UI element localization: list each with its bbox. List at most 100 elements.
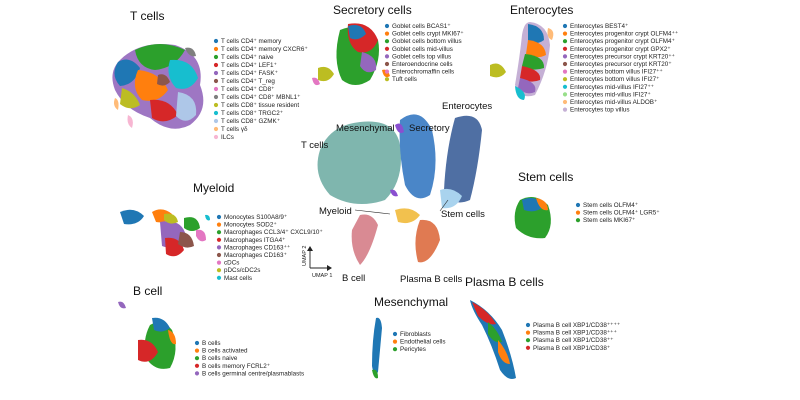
t-cells-title: T cells [130, 9, 164, 23]
legend-swatch [213, 126, 219, 132]
stem-cells-panel: Stem cells Stem cells OLFM4⁺Stem cells O… [514, 170, 660, 239]
legend-item: Enterocytes mid-villus ALDOB⁺ [562, 99, 657, 106]
legend-swatch [562, 54, 568, 59]
secretory-umap [312, 23, 390, 86]
legend-swatch [562, 61, 568, 67]
legend-label: Enterochromaffin cells [392, 69, 454, 76]
legend-item: B cells germinal centre/plasmablasts [194, 370, 304, 377]
legend-swatch [562, 46, 568, 51]
legend-item: Stem cells MKI67⁺ [575, 217, 635, 224]
legend-swatch [562, 23, 568, 29]
plasma-b-cells-umap [470, 300, 516, 379]
legend-swatch [216, 214, 222, 220]
legend-item: T cells CD8⁺ tissue resident [213, 102, 299, 109]
legend-item: Enterocytes progenitor crypt GPX2⁺ [562, 46, 671, 53]
center-label-enterocytes: Enterocytes [442, 101, 492, 112]
stem-cells-leader-line [439, 199, 449, 212]
legend-label: Pericytes [400, 346, 426, 353]
legend-item: Monocytes S100A8/9⁺ [216, 214, 287, 221]
legend-swatch [216, 252, 222, 258]
legend-item: T cells CD4⁺ memory CXCR6⁺ [213, 46, 308, 53]
legend-item: T cells CD4⁺ LEF1⁺ [213, 62, 277, 69]
legend-item: B cells memory FCRL2⁺ [194, 363, 270, 370]
b-cell-title: B cell [133, 284, 162, 298]
legend-item: Goblet cells BCAS1⁺ [384, 23, 451, 30]
legend-swatch [384, 46, 390, 51]
x-axis-label: UMAP 1 [312, 273, 332, 279]
legend-label: pDCs/cDC2s [224, 267, 260, 274]
legend-label: Macrophages CD163⁺⁺ [224, 244, 290, 251]
center-label-plasma-b-cells: Plasma B cells [400, 274, 463, 285]
enterocytes-title: Enterocytes [510, 3, 573, 17]
center-label-b-cell: B cell [342, 273, 365, 284]
y-axis-label: UMAP 2 [302, 246, 308, 266]
center-label-mesenchymal: Mesenchymal [336, 123, 395, 134]
legend-item: Enterocytes top villus [562, 107, 630, 114]
legend-swatch [562, 84, 568, 89]
secretory-legend: Goblet cells BCAS1⁺Goblet cells crypt MK… [384, 23, 464, 83]
legend-swatch [562, 31, 568, 36]
legend-label: Plasma B cell XBP1/CD38⁺⁺⁺⁺ [533, 322, 620, 329]
legend-label: Enterocytes mid-villus IFI27⁺ [570, 91, 651, 98]
legend-label: Goblet cells mid-villus [392, 46, 453, 53]
legend-label: T cells CD4⁺ T_reg [221, 78, 275, 85]
legend-label: T cells γδ [221, 126, 248, 133]
legend-item: B cells naive [194, 355, 238, 362]
legend-item: T cells CD4⁺ memory [213, 38, 282, 45]
legend-swatch [392, 339, 398, 344]
myeloid-panel: Myeloid Monocytes S100A8/9⁺Monocytes SOD… [120, 181, 323, 282]
secretory-panel: Secretory cells Goblet cells BCAS1⁺Goble… [312, 3, 464, 86]
legend-swatch [213, 86, 219, 92]
stem-cells-title: Stem cells [518, 170, 573, 184]
legend-swatch [213, 94, 219, 100]
legend-label: Goblet cells crypt MKI67⁺ [392, 31, 464, 38]
legend-label: T cells CD4⁺ FASK⁺ [221, 70, 278, 77]
legend-swatch [194, 348, 200, 353]
legend-label: Enterocytes precursor crypt KRT20⁺⁺ [570, 53, 675, 60]
central-cluster-mesenchymal [395, 123, 404, 134]
legend-swatch [213, 62, 219, 68]
legend-item: Fibroblasts [392, 331, 431, 338]
legend-swatch [213, 54, 219, 60]
legend-item: T cells CD4⁺ FASK⁺ [213, 70, 278, 77]
legend-item: Enterocytes progenitor crypt OLFM4⁺ [562, 38, 675, 45]
legend-swatch [525, 330, 531, 335]
legend-label: Monocytes S100A8/9⁺ [224, 214, 287, 221]
mesenchymal-umap [372, 317, 382, 379]
legend-swatch [216, 222, 222, 227]
legend-label: Endothelial cells [400, 339, 446, 346]
myeloid-legend: Monocytes S100A8/9⁺Monocytes SOD2⁺Macrop… [216, 214, 323, 282]
plasma-b-cells-legend: Plasma B cell XBP1/CD38⁺⁺⁺⁺ Plasma B cell… [525, 322, 620, 352]
myeloid-title: Myeloid [193, 181, 234, 195]
legend-item: pDCs/cDC2s [216, 267, 260, 274]
legend-label: Enterocytes BEST4⁺ [570, 23, 628, 30]
legend-swatch [216, 260, 222, 265]
legend-label: B cells [202, 340, 221, 347]
legend-swatch [194, 363, 200, 368]
legend-label: Enteroendocrine cells [392, 61, 453, 68]
legend-label: B cells germinal centre/plasmablasts [202, 370, 304, 377]
legend-swatch [575, 218, 581, 223]
legend-label: cDCs [224, 260, 239, 267]
legend-label: Enterocytes progenitor crypt OLFM4⁺ [570, 38, 675, 45]
legend-label: Stem cells OLFM4⁺ LGR5⁺ [583, 210, 660, 217]
legend-label: T cells CD4⁺ LEF1⁺ [221, 62, 277, 69]
central-cluster-myeloid [395, 208, 420, 224]
legend-label: Tuft cells [392, 76, 417, 83]
legend-swatch [575, 210, 581, 215]
legend-item: cDCs [216, 260, 239, 267]
legend-swatch [562, 69, 568, 74]
legend-label: Enterocytes mid-villus IFI27⁺⁺ [570, 84, 654, 91]
legend-item: T cells CD4⁺ CD8⁺ MBNL1⁺ [213, 94, 301, 101]
legend-item: Enterocytes bottom villus IFI27⁺ [562, 76, 659, 83]
legend-item: Pericytes [392, 346, 426, 353]
legend-item: Macrophages ITGA4⁺ [216, 237, 285, 244]
t-cells-umap [112, 44, 204, 129]
legend-label: Plasma B cell XBP1/CD38⁺⁺ [533, 337, 614, 344]
legend-label: Stem cells MKI67⁺ [583, 217, 635, 224]
legend-label: Goblet cells BCAS1⁺ [392, 23, 451, 30]
legend-swatch [525, 322, 531, 328]
